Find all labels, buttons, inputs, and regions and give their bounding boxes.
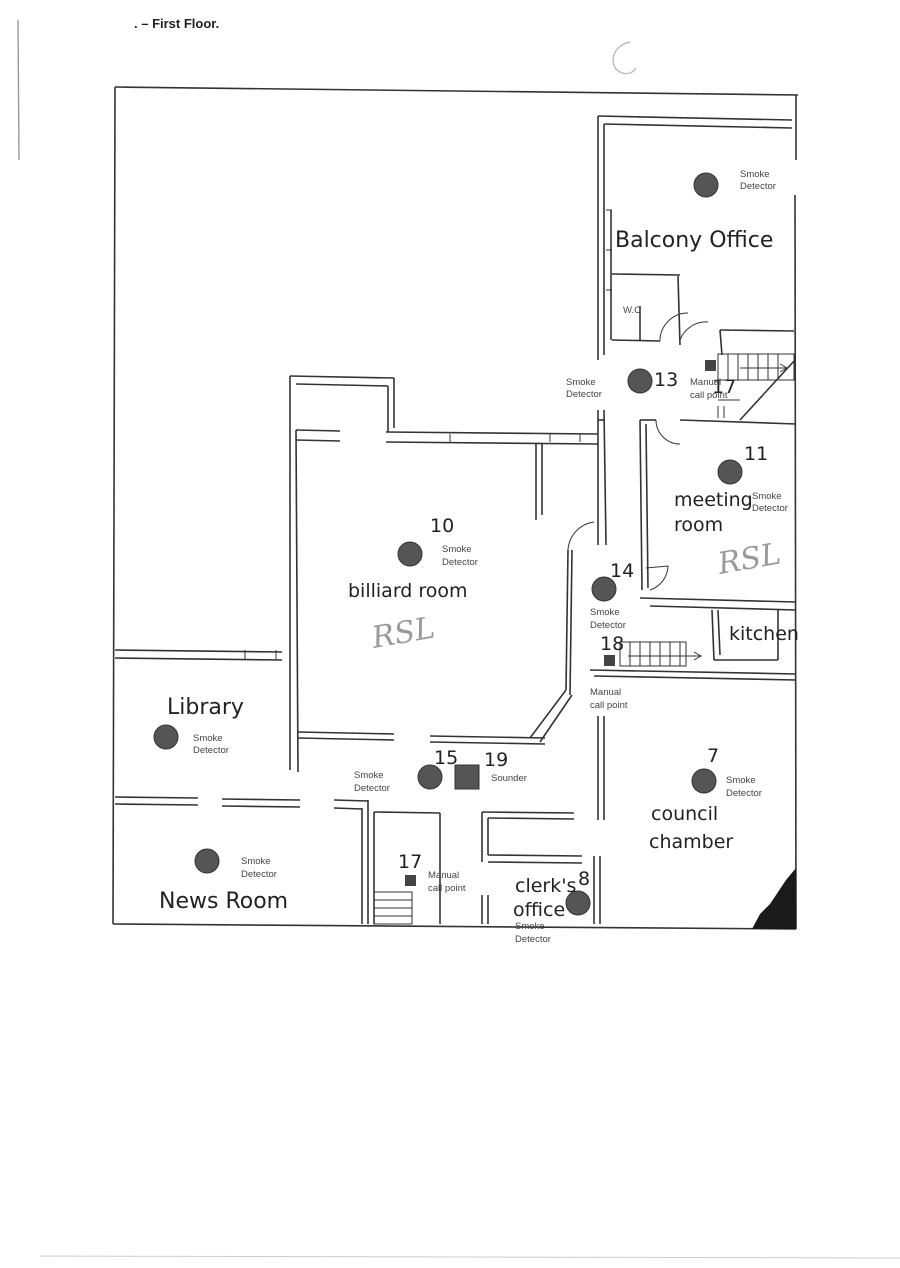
smoke-detector-symbol: [153, 724, 179, 750]
handwritten-initials: RSL: [368, 610, 437, 656]
device-labels: Smoke Detector 13 Smoke Detector 17 Manu…: [193, 169, 788, 945]
smoke-detector-symbol: [691, 768, 717, 794]
smoke-detector-symbol: [565, 890, 591, 916]
device-number-7: 7: [707, 745, 719, 767]
room-label-council: council: [651, 803, 718, 825]
room-label-office: office: [513, 899, 565, 921]
room-label-meeting-room: room: [674, 514, 723, 536]
device-number-11: 11: [744, 443, 768, 465]
device-label: call point: [590, 700, 628, 711]
room-label-wc: W.C: [623, 305, 641, 316]
smoke-detector-symbol: [397, 541, 423, 567]
device-label: Smoke: [726, 775, 756, 786]
outer-walls: [112, 86, 799, 930]
room-label-billiard: billiard room: [348, 580, 468, 602]
smoke-detector-symbol: [627, 368, 653, 394]
middle-staircase: [619, 641, 703, 667]
sounder-symbol: [454, 764, 480, 790]
smoke-detector-symbol: [591, 576, 617, 602]
device-label: Detector: [515, 934, 551, 945]
lower-walls: [373, 716, 605, 925]
smoke-detector-symbol: [717, 459, 743, 485]
billiard-room-walls: [289, 375, 599, 773]
device-number-13: 13: [654, 369, 678, 391]
device-label: Smoke: [442, 544, 472, 555]
device-label: Manual: [690, 377, 721, 388]
device-label: Detector: [241, 869, 277, 880]
room-label-balcony-office: Balcony Office: [615, 228, 773, 253]
device-label: Smoke: [193, 733, 223, 744]
device-number-15: 15: [434, 747, 458, 769]
room-label-meeting: meeting: [674, 489, 753, 511]
room-label-news-room: News Room: [159, 889, 288, 914]
device-label: Smoke: [515, 921, 545, 932]
device-number-17-top: 17: [712, 376, 736, 398]
corridor-walls: [597, 409, 797, 591]
device-label: Manual: [428, 870, 459, 881]
device-label: call point: [428, 883, 466, 894]
device-label: Smoke: [740, 169, 770, 180]
room-labels: Balcony Office W.C meeting room billiard…: [159, 228, 799, 921]
handwritten-initials: RSL: [714, 536, 783, 582]
device-label: Detector: [442, 557, 478, 568]
manual-call-point-symbol: [405, 875, 416, 886]
device-label: Detector: [590, 620, 626, 631]
device-number-19: 19: [484, 749, 508, 771]
room-label-kitchen: kitchen: [729, 623, 799, 645]
page-bottom-edge: [39, 1255, 900, 1259]
device-label: Detector: [740, 181, 776, 192]
kitchen-walls: [589, 597, 797, 681]
device-label: Smoke: [590, 607, 620, 618]
top-staircase: [717, 353, 796, 421]
library-walls: [114, 649, 369, 924]
smoke-detector-symbol: [693, 172, 719, 198]
manual-call-point-symbol: [705, 360, 716, 371]
device-number-17: 17: [398, 851, 422, 873]
device-label: Detector: [354, 783, 390, 794]
device-label: Smoke: [752, 491, 782, 502]
hole-punch-mark: [612, 41, 637, 75]
device-label: Smoke: [241, 856, 271, 867]
device-label: Detector: [726, 788, 762, 799]
device-label: Detector: [193, 745, 229, 756]
device-label: Sounder: [491, 773, 527, 784]
manual-call-point-symbol: [604, 655, 615, 666]
smoke-detector-symbol: [194, 848, 220, 874]
device-number-18: 18: [600, 633, 624, 655]
device-symbols: [153, 172, 743, 916]
balcony-office-walls: [597, 115, 795, 360]
device-label: Manual: [590, 687, 621, 698]
device-label: Smoke: [354, 770, 384, 781]
device-label: call point: [690, 390, 728, 401]
device-number-8: 8: [578, 868, 590, 890]
device-label: Detector: [752, 503, 788, 514]
room-label-library: Library: [167, 695, 244, 720]
page-title: . – First Floor.: [134, 16, 220, 31]
room-label-chamber: chamber: [649, 831, 733, 853]
page-edge-mark: [17, 19, 20, 161]
device-number-10: 10: [430, 515, 454, 537]
device-number-14: 14: [610, 560, 634, 582]
room-label-clerks: clerk's: [515, 875, 576, 897]
smoke-detector-symbol: [417, 764, 443, 790]
device-label: Smoke: [566, 377, 596, 388]
corner-blot: [752, 868, 796, 929]
device-label: Detector: [566, 389, 602, 400]
